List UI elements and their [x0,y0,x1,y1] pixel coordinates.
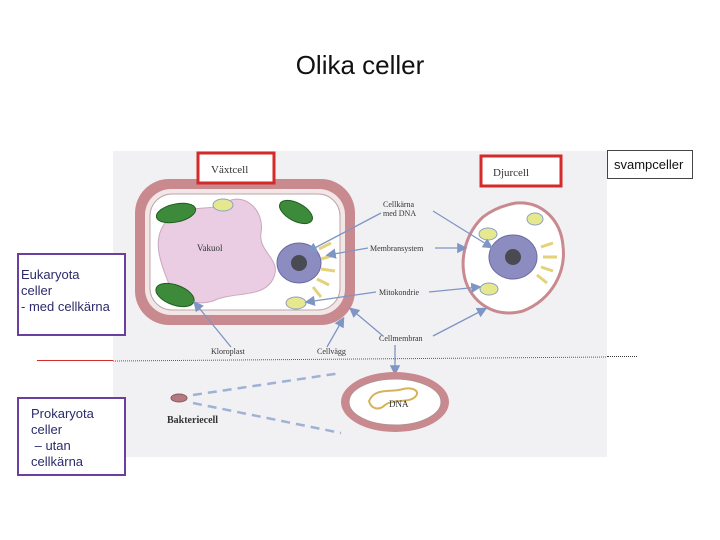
plant-cell-label: Växtcell [211,164,248,176]
animal-cell [461,201,565,315]
mitochondrion-2 [285,296,307,310]
chloroplast-label: Kloroplast [211,347,246,356]
cell-wall-label: Cellvägg [317,347,346,356]
mitochondria-label: Mitokondrie [379,288,419,297]
animal-mito-1 [478,227,498,241]
animal-nucleolus [505,249,521,265]
dna-label: DNA [389,399,409,409]
plant-cell: Vakuol [135,179,355,325]
animal-er [536,241,557,285]
pointer-lines [193,210,494,376]
nucleus-label-2: med DNA [383,209,416,218]
bacteria-dna [367,387,419,410]
prokaryota-label: Prokaryota celler – utan cellkärna [17,397,126,476]
membrane-system-label: Membransystem [370,244,424,253]
slide-title: Olika celler [295,50,425,80]
mitochondrion-1 [212,198,234,212]
animal-cell-label: Djurcell [493,167,529,179]
zoom-line-bottom [192,401,342,435]
divider-left [37,360,113,361]
chloroplast-1 [155,202,197,224]
animal-mito-3 [479,282,499,296]
animal-mito-2 [526,212,544,226]
bacteria-label: Bakteriecell [167,415,218,426]
bacteria-small [170,393,188,403]
cell-membrane-label: Cellmembran [379,334,423,343]
plant-nucleolus [291,255,307,271]
domain-divider [113,356,607,362]
vacuole-label: Vakuol [197,243,223,253]
cell-diagram-svg: Vakuol Växtcell Djurcell Cellkärna med D… [113,151,607,435]
fungi-label: svampceller [607,150,693,179]
divider-right [607,356,637,357]
plant-cell-label-box [196,151,276,185]
nucleus-label: Cellkärna [383,200,415,209]
zoom-line-top [192,371,342,397]
animal-cell-label-box [479,154,563,188]
chloroplast-2 [279,199,313,225]
eukaryota-label: Eukaryota celler - med cellkärna [17,253,126,336]
cell-diagram: Vakuol Växtcell Djurcell Cellkärna med D… [113,151,607,457]
